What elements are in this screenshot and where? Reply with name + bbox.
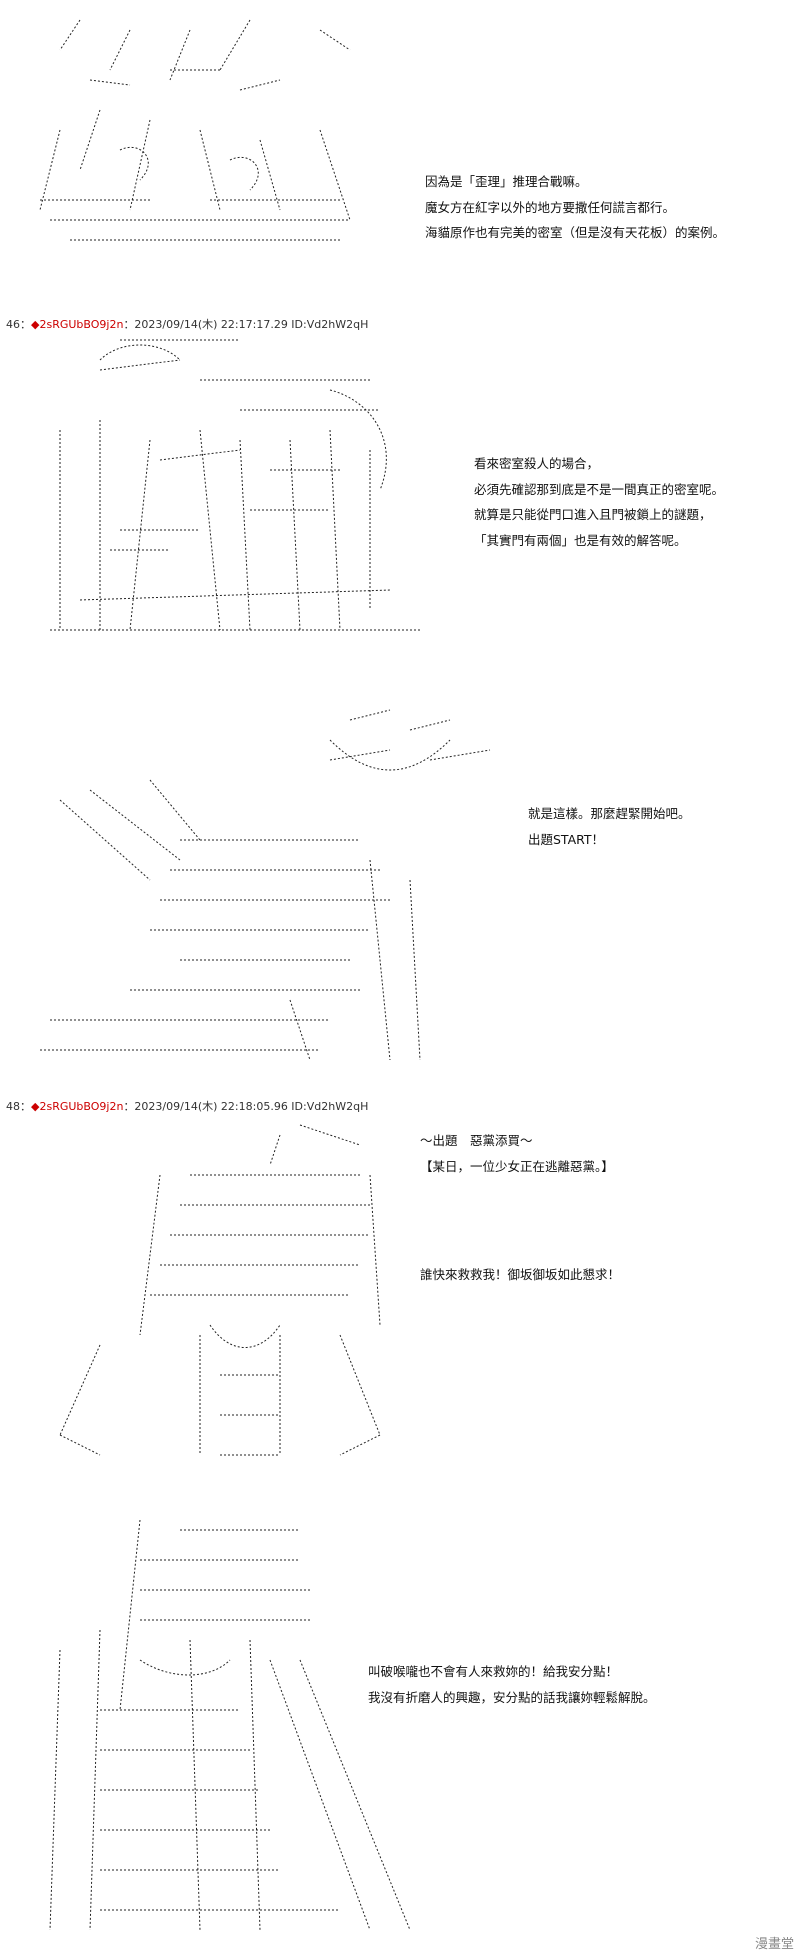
ascii-art-illustration — [30, 700, 530, 1070]
ascii-art-illustration — [20, 10, 380, 260]
dialogue-caption: 因為是「歪理」推理合戰嘛。 魔女方在紅字以外的地方要撒任何謊言都行。 海貓原作也… — [425, 174, 726, 253]
caption-line: 魔女方在紅字以外的地方要撒任何謊言都行。 — [425, 199, 676, 215]
ascii-art-illustration — [40, 1115, 420, 1485]
post-meta: ：2023/09/14(木) 22:18:05.96 ID:Vd2hW2qH — [123, 1100, 369, 1113]
dialogue-caption: 叫破喉嚨也不會有人來救妳的！給我安分點！ 我沒有折磨人的興趣，安分點的話我讓妳輕… — [368, 1664, 656, 1717]
panel-5: 叫破喉嚨也不會有人來救妳的！給我安分點！ 我沒有折磨人的興趣，安分點的話我讓妳輕… — [0, 1510, 800, 1956]
caption-line — [420, 1236, 620, 1256]
caption-line: 必須先確認那到底是不是一間真正的密室呢。 — [474, 481, 725, 497]
dialogue-caption: 就是這樣。那麼趕緊開始吧。 出題START！ — [528, 806, 691, 859]
caption-line — [420, 1211, 620, 1223]
caption-line — [420, 1186, 620, 1198]
panel-4: ～出題 惡黨添買～ 【某日，一位少女正在逃離惡黨。】 誰快來救救我！御坂御坂如此… — [0, 1115, 800, 1495]
caption-line: 就算是只能從門口進入且門被鎖上的謎題， — [474, 507, 712, 522]
ascii-art-illustration — [40, 1510, 420, 1940]
ascii-art-illustration — [40, 330, 440, 660]
trip-code: ◆2sRGUbBO9j2n — [31, 318, 124, 331]
post-number: 46： — [6, 318, 31, 331]
caption-line: 就是這樣。那麼趕緊開始吧。 — [528, 806, 691, 821]
trip-code: ◆2sRGUbBO9j2n — [31, 1100, 124, 1113]
caption-line: 我沒有折磨人的興趣，安分點的話我讓妳輕鬆解脫。 — [368, 1689, 656, 1705]
panel-2: 看來密室殺人的場合， 必須先確認那到底是不是一間真正的密室呢。 就算是只能從門口… — [0, 330, 800, 670]
dialogue-caption: 看來密室殺人的場合， 必須先確認那到底是不是一間真正的密室呢。 就算是只能從門口… — [474, 456, 725, 560]
post-header: 46：◆2sRGUbBO9j2n：2023/09/14(木) 22:17:17.… — [6, 316, 368, 332]
dialogue-caption: ～出題 惡黨添買～ 【某日，一位少女正在逃離惡黨。】 誰快來救救我！御坂御坂如此… — [420, 1133, 621, 1295]
caption-line: 看來密室殺人的場合， — [474, 456, 600, 471]
caption-line: 「其實門有兩個」也是有效的解答呢。 — [474, 532, 687, 548]
watermark: 漫畫堂 — [754, 1937, 794, 1952]
caption-line: 海貓原作也有完美的密室（但是沒有天花板）的案例。 — [425, 225, 726, 240]
post-number: 48： — [6, 1100, 31, 1113]
panel-1: 因為是「歪理」推理合戰嘛。 魔女方在紅字以外的地方要撒任何謊言都行。 海貓原作也… — [0, 0, 800, 270]
panel-3: 就是這樣。那麼趕緊開始吧。 出題START！ — [0, 700, 800, 1080]
caption-line: 因為是「歪理」推理合戰嘛。 — [425, 174, 588, 189]
caption-line: 【某日，一位少女正在逃離惡黨。】 — [420, 1158, 614, 1174]
caption-line: 誰快來救救我！御坂御坂如此懇求！ — [420, 1267, 621, 1282]
caption-line: ～出題 惡黨添買～ — [420, 1133, 533, 1148]
post-meta: ：2023/09/14(木) 22:17:17.29 ID:Vd2hW2qH — [123, 318, 369, 331]
caption-line: 出題START！ — [528, 831, 605, 847]
post-header: 48：◆2sRGUbBO9j2n：2023/09/14(木) 22:18:05.… — [6, 1098, 368, 1114]
caption-line: 叫破喉嚨也不會有人來救妳的！給我安分點！ — [368, 1664, 619, 1679]
